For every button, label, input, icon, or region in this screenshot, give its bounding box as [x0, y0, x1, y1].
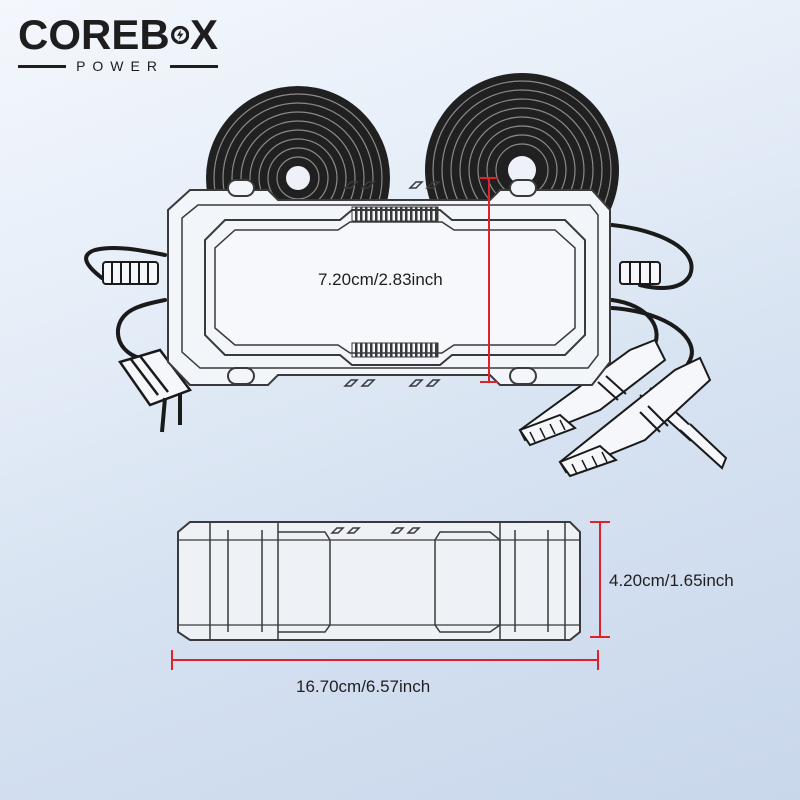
height-dimension-line — [480, 177, 498, 383]
logo-bar-left — [18, 64, 67, 68]
logo-bar-right — [169, 64, 219, 68]
logo-subtitle: POWER — [18, 58, 219, 74]
height-dimension-label: 7.20cm/2.83inch — [318, 270, 443, 289]
logo-wordmark: COREB X — [18, 14, 218, 56]
width-dimension-label: 16.70cm/6.57inch — [296, 677, 431, 696]
depth-dimension-label: 4.20cm/1.65inch — [609, 571, 734, 590]
side-vent-slot-icons — [330, 527, 421, 534]
depth-dimension-line — [590, 521, 610, 638]
ac-plug — [117, 348, 193, 433]
width-dimension-line — [171, 650, 599, 670]
lightning-o-icon — [170, 25, 189, 45]
charger-front-view — [167, 179, 611, 387]
logo-text-part1: COREB — [18, 11, 170, 58]
corebox-logo: COREB X POWER — [18, 14, 219, 74]
ac-cable-strain-relief — [102, 261, 159, 285]
logo-text-part2: X — [189, 11, 218, 58]
ac-power-cable — [84, 245, 167, 360]
logo-sub-text: POWER — [76, 58, 164, 74]
vent-slot-icons — [343, 181, 441, 387]
mounting-tab-icons — [227, 179, 537, 385]
dc-cable-strain-relief — [619, 261, 661, 285]
charger-side-view — [177, 521, 581, 641]
battery-clamp-lower — [558, 356, 728, 478]
